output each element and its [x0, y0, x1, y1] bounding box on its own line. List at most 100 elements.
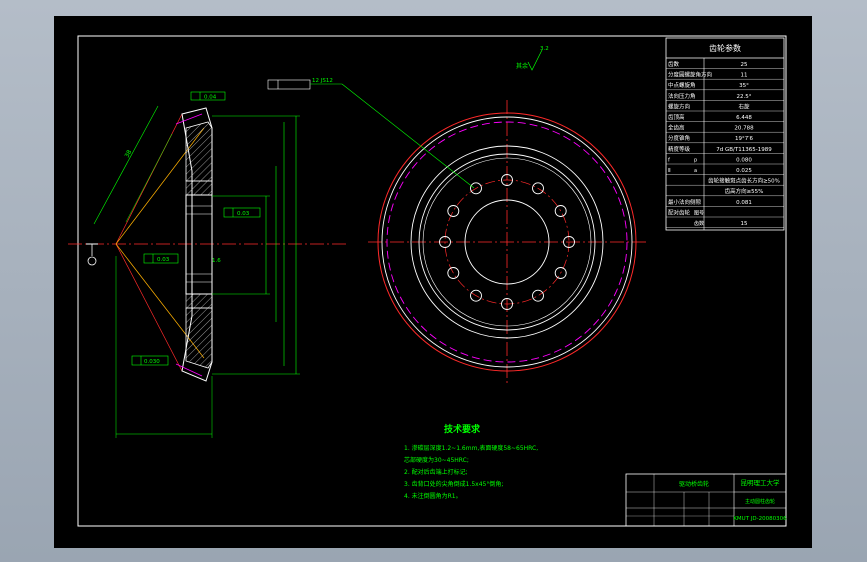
tolerance-frame-low[interactable]: 0.03	[143, 253, 179, 264]
bolt-hole	[563, 236, 575, 248]
roughness-side-value: 1.6	[212, 258, 221, 264]
param-label: 全齿高	[668, 124, 685, 132]
tech-item: 3. 齿背口处的尖角倒成1.5x45°倒角;	[404, 480, 503, 488]
section-hatch-top	[185, 121, 213, 182]
tolerance-frame-top[interactable]: 0.04	[190, 91, 226, 101]
bolt-hole	[447, 267, 460, 279]
tolerance-mid-value: 0.03	[237, 211, 250, 217]
param-value: 11	[741, 73, 748, 79]
param-value: 22.5°	[737, 94, 752, 100]
bolt-hole	[554, 205, 567, 217]
section-view: 38 0.04 0.03	[68, 78, 346, 438]
bolt-holes	[439, 174, 575, 310]
param-value: 25	[741, 62, 748, 68]
param-value: 7d GB/T11365-1989	[716, 147, 772, 153]
param-value: 0.080	[736, 157, 752, 163]
param-label: 精度等级	[668, 145, 691, 153]
hub-body	[185, 194, 213, 295]
param-label: 中点螺旋角	[668, 81, 696, 89]
tech-item: 4. 未注倒圆角为R1。	[404, 492, 462, 500]
bolt-hole	[532, 289, 544, 302]
bore-circle	[464, 199, 550, 285]
fit-label: 12 JS12	[312, 78, 333, 84]
bolt-hole	[447, 205, 460, 217]
param-label: 最小法向侧隙	[668, 198, 702, 206]
param-label: Ⅱ	[668, 168, 671, 174]
hatch-mid-1	[185, 180, 213, 196]
title-drawing-no: KMUT JD-20080306	[733, 516, 787, 522]
gear-drawing: 38 0.04 0.03	[68, 35, 787, 527]
param-label: 齿顶高	[668, 113, 685, 121]
front-view	[341, 83, 646, 384]
param-sub: 图号	[694, 210, 704, 216]
tolerance-low-value: 0.03	[157, 257, 170, 263]
param-value: 0.025	[736, 168, 752, 174]
param-label: 螺旋方向	[668, 102, 690, 110]
param-value: 右旋	[738, 102, 750, 110]
roughness-symbol: 其余 3.2	[516, 46, 549, 71]
param-value: 齿高方向≥55%	[725, 187, 764, 195]
tech-title: 技术要求	[444, 423, 481, 435]
param-label: 分度锥角	[668, 134, 690, 142]
param-value: 6.448	[736, 115, 752, 121]
param-table-border	[665, 37, 785, 231]
dim-cone-inner	[125, 133, 173, 223]
param-sub: a	[694, 168, 697, 174]
bolt-circle	[444, 179, 570, 305]
bolt-hole	[470, 182, 482, 195]
cone-line-top	[115, 113, 183, 245]
param-table-title: 齿轮参数	[709, 43, 741, 53]
param-value: 15	[741, 221, 748, 227]
tolerance-frame-bottom[interactable]: 0.030	[131, 355, 169, 366]
bolt-hole	[554, 267, 567, 279]
param-value: 35°	[739, 83, 749, 89]
tech-item: 2. 配对后齿端上打标记;	[404, 468, 468, 476]
bolt-hole	[532, 182, 544, 195]
param-sub: p	[694, 157, 697, 163]
section-hatch-bottom	[185, 307, 213, 369]
parameter-table: 齿轮参数 齿数 25 分度圆螺旋角方向 11 中点螺旋角 35° 法向压力角 22.5° 螺旋方…	[665, 37, 785, 231]
bolt-hole	[501, 174, 513, 186]
tech-item: 芯部硬度为30~45HRC;	[404, 456, 469, 464]
cone-line-bottom	[115, 243, 183, 372]
tolerance-bottom-value: 0.030	[144, 359, 160, 365]
hub-step-circle	[422, 157, 592, 327]
leader-line	[341, 83, 475, 189]
param-label: 分度圆螺旋角方向	[668, 71, 712, 79]
param-sub: 齿数	[694, 220, 704, 227]
bolt-hole	[470, 289, 482, 302]
dim-cone-distance	[93, 105, 159, 225]
bolt-hole	[501, 298, 513, 310]
roughness-note: 其余	[516, 62, 528, 70]
tech-items: 1. 渗碳层深度1.2~1.6mm,表面硬度58~65HRC, 芯部硬度为30~…	[404, 444, 538, 500]
drawing-border	[77, 35, 787, 527]
roughness-top-value: 3.2	[540, 46, 549, 52]
param-value: 20.788	[734, 126, 754, 132]
tolerance-top-value: 0.04	[204, 95, 217, 101]
param-rows: 齿数 25 分度圆螺旋角方向 11 中点螺旋角 35° 法向压力角 22.5° 螺旋方向 右旋齿顶…	[666, 60, 784, 228]
hub-outer-circle	[418, 153, 596, 331]
outer-circle	[377, 112, 637, 372]
tip-circle	[381, 116, 633, 368]
tolerance-frame-mid[interactable]: 0.03	[223, 207, 261, 218]
param-value: 齿轮接触斑点齿长方向≥50%	[708, 177, 780, 185]
param-value: 0.081	[736, 200, 752, 206]
bolt-hole	[439, 236, 451, 248]
param-value: 19°7′6	[735, 136, 753, 142]
tip-edge-top	[175, 113, 203, 125]
gear-tooth-outline	[181, 107, 213, 382]
tip-edge-bottom	[175, 363, 203, 377]
pitch-circle	[386, 121, 628, 363]
param-label: f	[668, 157, 671, 163]
title-drawing-name: 主动圆柱齿轮	[745, 498, 775, 505]
fit-tolerance-frame[interactable]: 12 JS12	[267, 78, 342, 90]
cone-dim-label: 38	[124, 149, 134, 159]
param-label: 法向压力角	[668, 92, 696, 100]
param-label: 配对齿轮	[668, 208, 691, 216]
drawing-canvas[interactable]: 38 0.04 0.03	[54, 16, 812, 548]
title-block-border	[625, 473, 787, 527]
title-block: 驱动桥齿轮 昆明理工大学 主动圆柱齿轮 KMUT JD-20080306	[625, 473, 787, 527]
datum-circle-icon	[87, 256, 97, 266]
title-university: 昆明理工大学	[741, 478, 781, 487]
